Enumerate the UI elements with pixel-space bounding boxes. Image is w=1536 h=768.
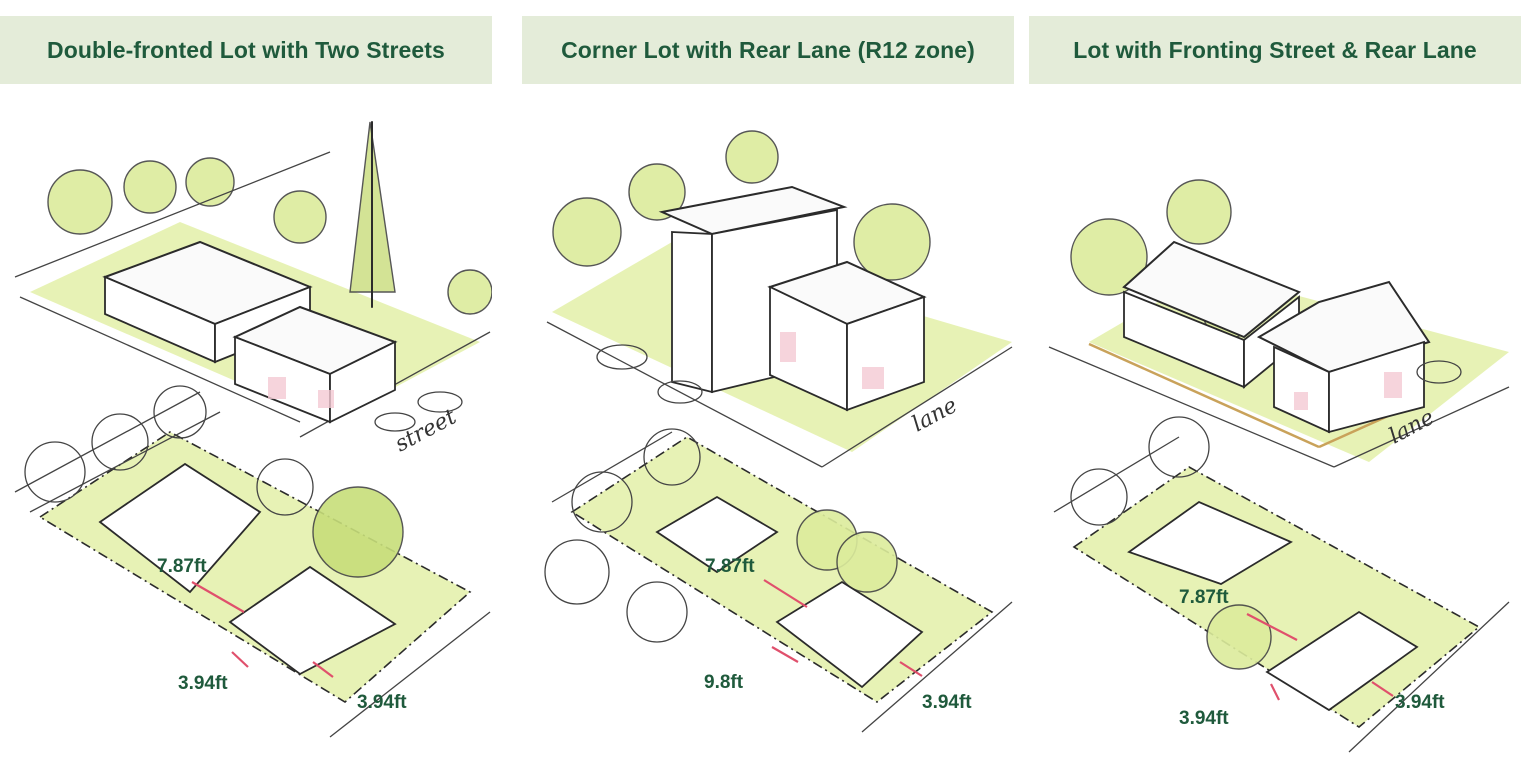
- dimension-side: 3.94ft: [1179, 708, 1229, 729]
- axonometric-view: lane: [546, 130, 1013, 468]
- axonometric-view: lane: [1048, 179, 1510, 468]
- dimension-rear: 3.94ft: [922, 692, 972, 713]
- dimension-rear: 3.94ft: [357, 692, 407, 713]
- dimension-side: 3.94ft: [178, 673, 228, 694]
- lot-sketch: street 7.87ft 3.94ft 3.94ft: [14, 121, 492, 738]
- lot-sketch: lane 7.87ft 9.8ft 3.94ft: [544, 130, 1013, 733]
- panel-title: Lot with Fronting Street & Rear Lane: [1029, 16, 1521, 84]
- panel-fronting-street-lot: Lot with Fronting Street & Rear Lane lan…: [1029, 16, 1521, 760]
- plan-view: 7.87ft 3.94ft 3.94ft: [14, 385, 491, 738]
- panel-title: Double-fronted Lot with Two Streets: [0, 16, 492, 84]
- lot-sketch: lane 7.87ft 3.94ft 3.94ft: [1048, 179, 1510, 753]
- plan-view: 7.87ft 3.94ft 3.94ft: [1053, 416, 1510, 753]
- plan-view: 7.87ft 9.8ft 3.94ft: [544, 428, 1013, 733]
- street-label: street: [391, 404, 461, 457]
- dimension-gap: 7.87ft: [705, 556, 755, 577]
- panel-title: Corner Lot with Rear Lane (R12 zone): [522, 16, 1014, 84]
- axonometric-view: street: [14, 121, 492, 457]
- dimension-side: 9.8ft: [704, 672, 744, 693]
- dimension-rear: 3.94ft: [1395, 692, 1445, 713]
- dimension-gap: 7.87ft: [1179, 587, 1229, 608]
- panel-double-fronted-lot: Double-fronted Lot with Two Streets: [0, 16, 492, 760]
- panel-corner-lot: Corner Lot with Rear Lane (R12 zone) lan…: [522, 16, 1014, 760]
- dimension-gap: 7.87ft: [157, 556, 207, 577]
